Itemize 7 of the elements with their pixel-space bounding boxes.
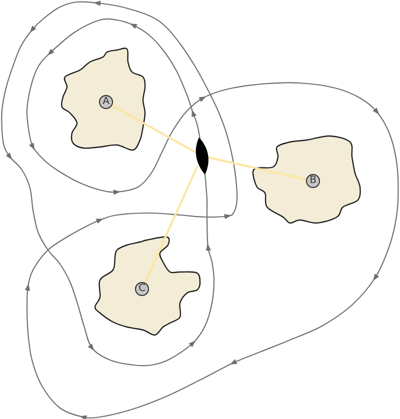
connector-line (207, 156, 306, 180)
lens-marker (195, 137, 209, 175)
blob-region (94, 236, 201, 336)
blob-region (252, 135, 361, 224)
connector-line (144, 166, 198, 284)
connector-line (112, 104, 198, 154)
blob-region (61, 48, 146, 151)
